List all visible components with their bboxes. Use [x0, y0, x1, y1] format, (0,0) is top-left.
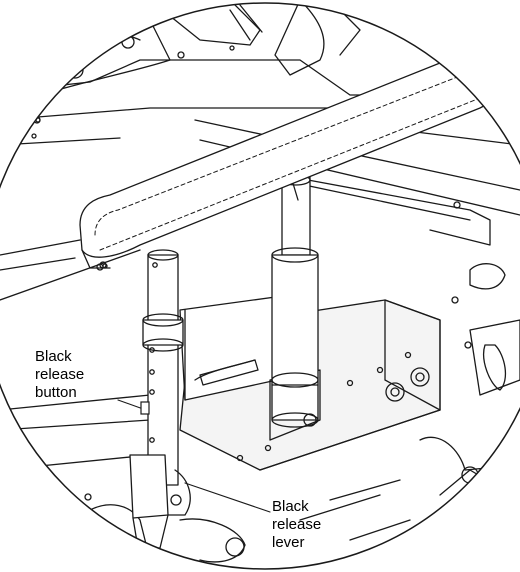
rear-armrest-post [271, 169, 319, 428]
black-release-button [140, 401, 150, 415]
callout-release-lever: Black release lever [272, 498, 322, 551]
lever-leader-line [184, 482, 271, 513]
front-armrest-post [129, 249, 191, 561]
armrest-bracket-plate [179, 294, 321, 441]
callout-release-button: Black release button [35, 348, 85, 401]
